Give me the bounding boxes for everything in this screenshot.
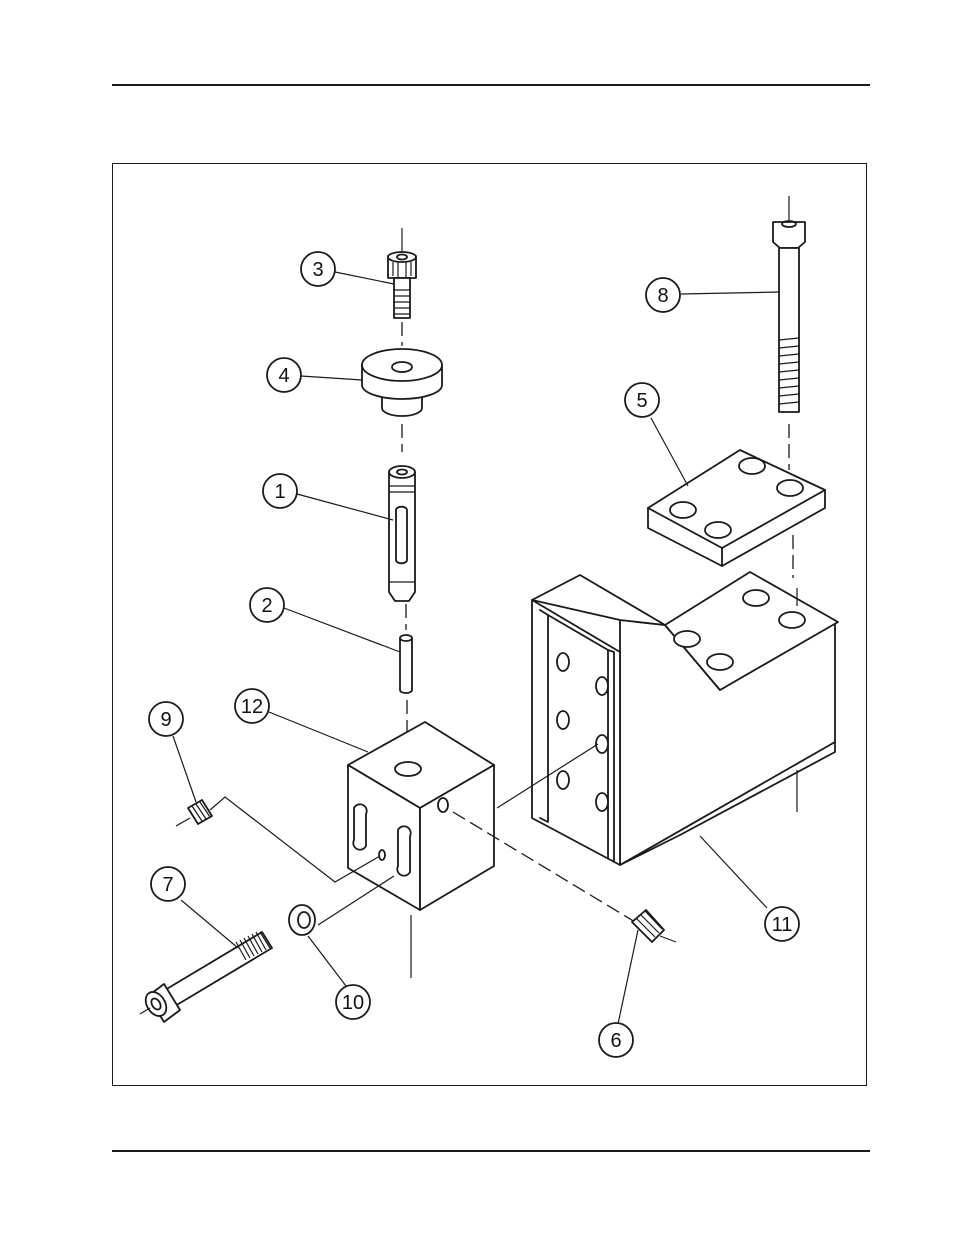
callout-7: 7 — [151, 867, 185, 901]
callout-11: 11 — [765, 907, 799, 941]
callout-7-label: 7 — [162, 874, 173, 896]
callout-1: 1 — [263, 474, 297, 508]
callout-5: 5 — [625, 383, 659, 417]
part-8-long-screw — [773, 196, 805, 470]
part-11-bracket — [532, 572, 838, 865]
part-5-plate — [648, 450, 825, 578]
callout-8-label: 8 — [657, 285, 668, 307]
callout-9: 9 — [149, 702, 183, 736]
callout-4-label: 4 — [278, 365, 289, 387]
callout-2-label: 2 — [261, 595, 272, 617]
callout-12-label: 12 — [241, 696, 263, 718]
callout-8: 8 — [646, 278, 680, 312]
callout-10: 10 — [336, 985, 370, 1019]
callout-3: 3 — [301, 252, 335, 286]
callout-3-label: 3 — [312, 259, 323, 281]
part-4-flange-bushing — [362, 349, 442, 452]
part-10-washer — [289, 905, 315, 935]
callout-2: 2 — [250, 588, 284, 622]
callout-1-label: 1 — [274, 481, 285, 503]
callout-11-label: 11 — [772, 914, 793, 936]
part-12-cube-block — [348, 722, 494, 978]
callout-6: 6 — [599, 1023, 633, 1057]
callout-12: 12 — [235, 689, 269, 723]
part-6-set-screw — [632, 910, 676, 942]
part-7-long-bolt — [140, 932, 272, 1022]
part-1-shaft — [389, 466, 415, 630]
part-9-set-screw — [176, 800, 212, 826]
callout-4: 4 — [267, 358, 301, 392]
callout-6-label: 6 — [610, 1030, 621, 1052]
callout-9-label: 9 — [160, 709, 171, 731]
callout-10-label: 10 — [342, 992, 364, 1014]
part-3-cap-screw — [388, 228, 416, 346]
callout-5-label: 5 — [636, 390, 647, 412]
